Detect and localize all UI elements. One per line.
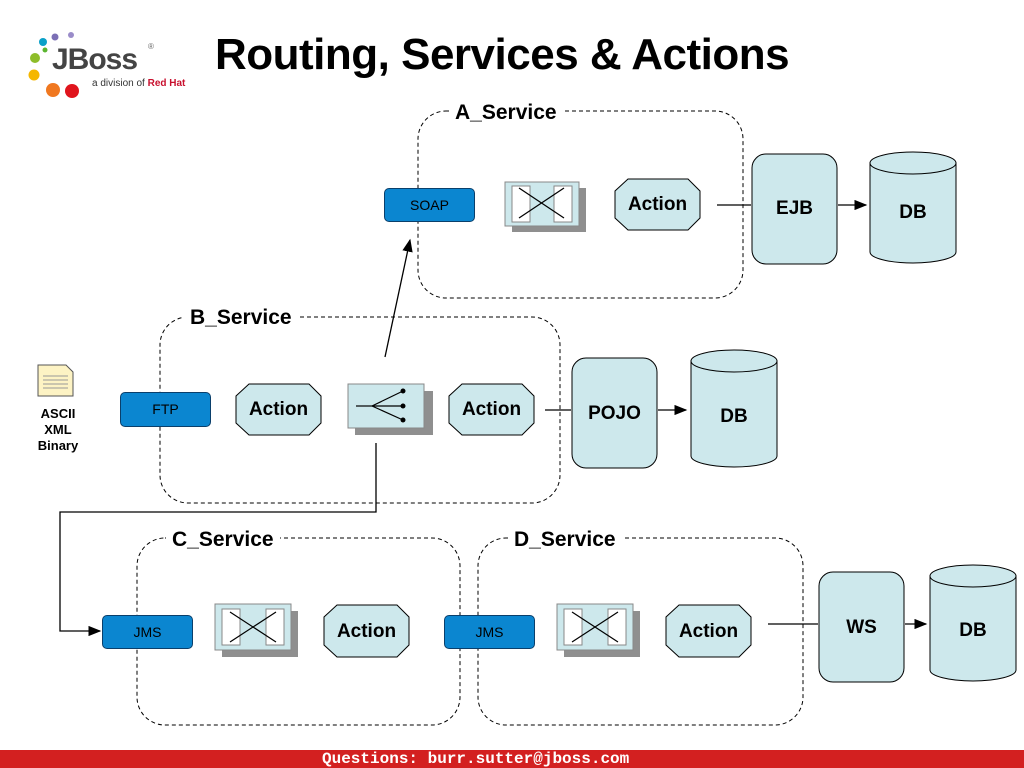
soap-gateway: SOAP: [384, 188, 475, 222]
page-title: Routing, Services & Actions: [215, 30, 790, 79]
db-d-label: DB: [959, 620, 987, 641]
format-binary: Binary: [37, 438, 79, 453]
c-filter-icon: [214, 603, 298, 657]
db-b-cylinder: [690, 349, 778, 468]
router-icon: [347, 383, 433, 435]
b-action2-label: Action: [461, 399, 522, 420]
jboss-logo: [25, 28, 195, 103]
b-service-box: [159, 316, 561, 504]
c-action-shape: [323, 604, 410, 658]
diagram-canvas: [37, 110, 1017, 726]
c-action-label: Action: [336, 621, 397, 642]
d-action-shape: [665, 604, 752, 658]
logo-dots-icon: [28, 32, 79, 98]
db-d-cylinder: [929, 564, 1017, 682]
pojo-box: [571, 357, 658, 469]
logo-tagline: a division of Red Hat: [92, 78, 186, 89]
a-filter-icon: [504, 181, 586, 232]
ejb-label: EJB: [776, 198, 813, 219]
jms-gateway-d: JMS: [444, 615, 535, 649]
d-service-label: D_Service: [508, 528, 622, 552]
jms-gateway-c: JMS: [102, 615, 193, 649]
b-action2-shape: [448, 383, 535, 436]
format-ascii: ASCII: [40, 406, 76, 421]
logo-brand: JBoss: [52, 43, 138, 76]
a-service-label: A_Service: [449, 101, 563, 125]
registered-mark: ®: [148, 42, 154, 51]
pojo-label: POJO: [588, 403, 641, 424]
ejb-box: [751, 153, 838, 265]
footer-bar: Questions: burr.sutter@jboss.com: [0, 750, 1024, 768]
db-a-cylinder: [869, 151, 957, 264]
format-xml: XML: [44, 422, 72, 437]
footer-text: Questions: burr.sutter@jboss.com: [322, 750, 630, 768]
c-service-label: C_Service: [166, 528, 280, 552]
d-action-label: Action: [678, 621, 739, 642]
db-b-label: DB: [720, 406, 748, 427]
ws-box: [818, 571, 905, 683]
d-service-box: [477, 537, 804, 726]
a-action-label: Action: [627, 194, 688, 215]
ws-label: WS: [846, 617, 877, 638]
b-service-label: B_Service: [184, 306, 298, 330]
d-filter-icon: [556, 603, 640, 657]
document-icon: [37, 364, 74, 397]
b-action1-label: Action: [248, 399, 309, 420]
a-action-shape: [614, 178, 701, 231]
ftp-gateway: FTP: [120, 392, 211, 427]
db-a-label: DB: [899, 202, 927, 223]
document-formats: ASCII XML Binary: [20, 406, 96, 454]
b-action1-shape: [235, 383, 322, 436]
